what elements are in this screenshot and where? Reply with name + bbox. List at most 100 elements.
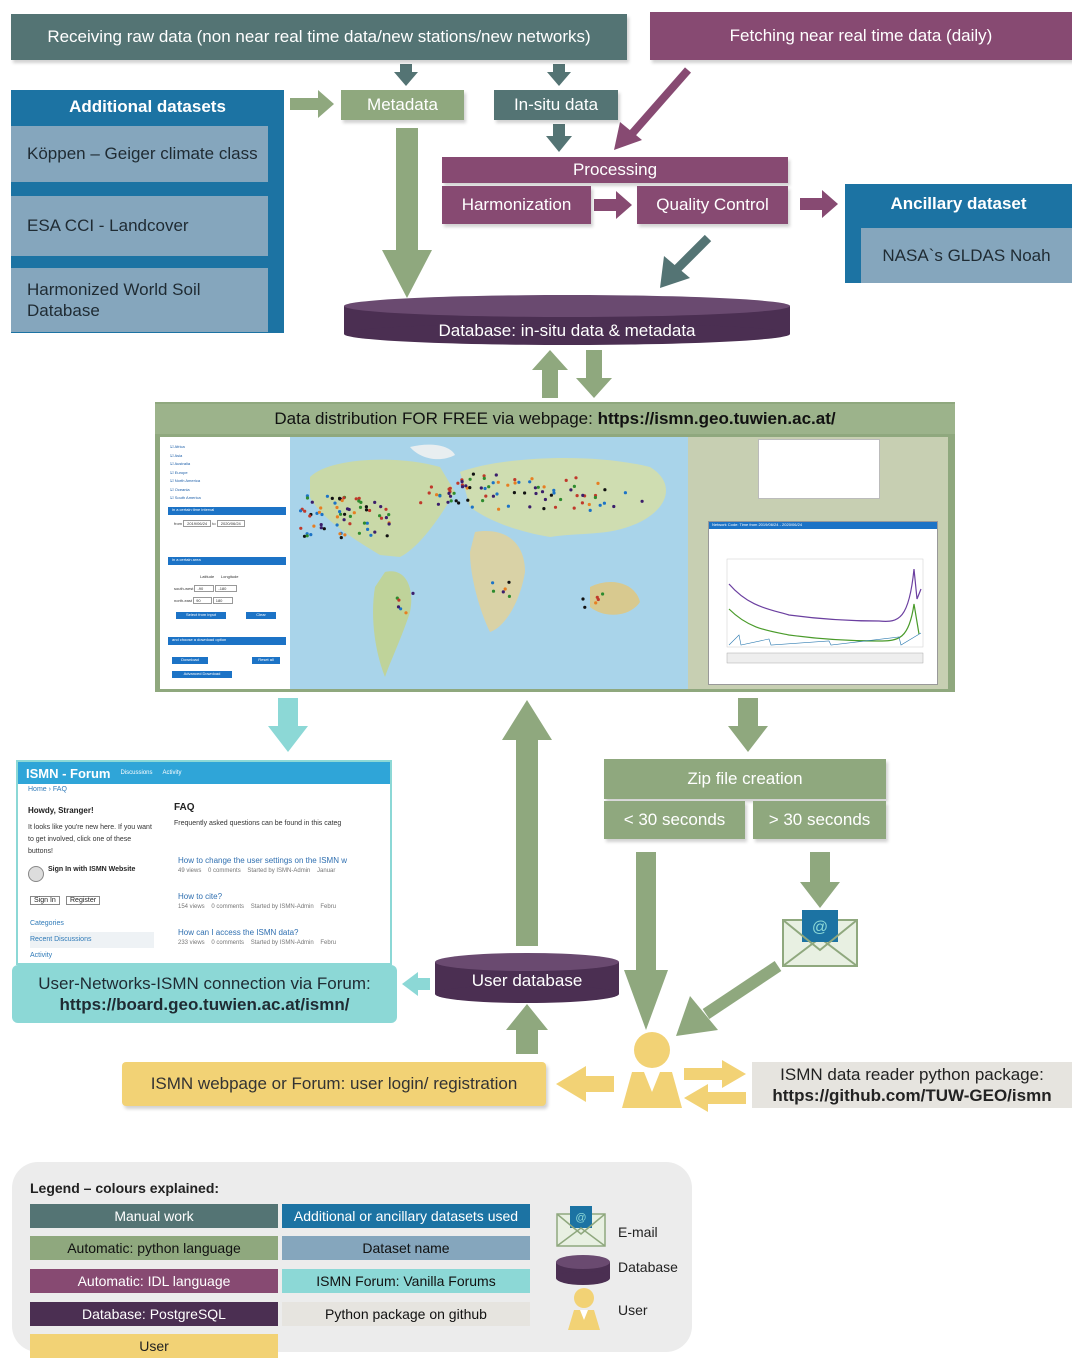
station-marker[interactable] (335, 505, 339, 510)
station-marker[interactable] (319, 523, 323, 527)
station-marker[interactable] (322, 527, 326, 531)
station-marker[interactable] (448, 494, 453, 498)
region-item[interactable]: ☑ Oceania (170, 486, 190, 492)
station-marker[interactable] (540, 490, 545, 494)
station-marker[interactable] (484, 494, 488, 498)
station-marker[interactable] (312, 524, 316, 528)
station-marker[interactable] (449, 499, 453, 503)
station-marker[interactable] (379, 516, 384, 520)
region-item[interactable]: ☑ South America (170, 495, 201, 500)
station-marker[interactable] (553, 505, 558, 509)
station-marker[interactable] (454, 499, 458, 503)
station-marker[interactable] (404, 611, 408, 615)
sw-lat-input[interactable]: -90 (194, 585, 215, 592)
station-marker[interactable] (491, 481, 495, 485)
station-marker[interactable] (364, 508, 369, 512)
station-marker[interactable] (612, 504, 616, 509)
station-marker[interactable] (497, 507, 501, 511)
station-marker[interactable] (303, 509, 307, 513)
station-marker[interactable] (338, 532, 342, 536)
station-marker[interactable] (593, 495, 597, 500)
station-marker[interactable] (365, 521, 369, 525)
station-marker[interactable] (339, 536, 343, 540)
forum-title[interactable]: ISMN - Forum (26, 765, 111, 781)
station-marker[interactable] (528, 505, 532, 509)
station-marker[interactable] (373, 500, 377, 504)
station-marker[interactable] (299, 509, 303, 513)
station-marker[interactable] (373, 530, 377, 534)
station-marker[interactable] (352, 511, 356, 515)
station-marker[interactable] (468, 486, 472, 490)
station-marker[interactable] (309, 533, 313, 537)
station-marker[interactable] (342, 518, 346, 522)
station-marker[interactable] (305, 534, 309, 538)
station-marker[interactable] (482, 476, 486, 480)
station-marker[interactable] (460, 480, 464, 484)
station-marker[interactable] (603, 488, 607, 492)
station-marker[interactable] (495, 492, 499, 496)
station-marker[interactable] (348, 522, 352, 526)
reader-url[interactable]: https://github.com/TUW-GEO/ismn (772, 1086, 1052, 1105)
station-marker[interactable] (517, 480, 521, 484)
station-marker[interactable] (482, 474, 486, 478)
link-categories[interactable]: Categories (30, 920, 64, 927)
station-marker[interactable] (308, 514, 312, 518)
distribution-url[interactable]: https://ismn.geo.tuwien.ac.at/ (597, 409, 836, 429)
sign-in-ismn[interactable]: Sign In with ISMN Website (28, 866, 154, 882)
link-activity[interactable]: Activity (30, 952, 53, 959)
station-marker[interactable] (595, 595, 599, 599)
station-marker[interactable] (501, 590, 505, 594)
station-marker[interactable] (379, 505, 383, 509)
station-marker[interactable] (338, 496, 342, 500)
station-marker[interactable] (530, 477, 534, 481)
station-marker[interactable] (385, 534, 389, 538)
station-marker[interactable] (320, 512, 324, 517)
ne-lat-input[interactable]: 90 (193, 597, 212, 604)
station-marker[interactable] (549, 493, 553, 497)
station-marker[interactable] (574, 476, 578, 480)
from-input[interactable]: 2019/06/24 (183, 520, 212, 527)
station-marker[interactable] (491, 589, 496, 593)
station-marker[interactable] (364, 505, 368, 509)
forum-breadcrumb[interactable]: Home › FAQ (28, 786, 67, 793)
region-item[interactable]: ☑ Asia (170, 452, 183, 458)
station-marker[interactable] (583, 605, 587, 609)
station-marker[interactable] (438, 494, 442, 498)
station-marker[interactable] (446, 500, 450, 504)
station-marker[interactable] (387, 522, 391, 526)
sign-in-button[interactable]: Sign In (30, 896, 60, 905)
to-input[interactable]: 2020/06/24 (216, 520, 245, 527)
clear-button[interactable]: Clear (246, 612, 276, 619)
station-marker[interactable] (506, 483, 510, 487)
station-marker[interactable] (572, 506, 576, 510)
station-marker[interactable] (503, 587, 507, 591)
station-marker[interactable] (411, 591, 415, 595)
station-marker[interactable] (354, 497, 358, 501)
sw-lon-input[interactable]: -180 (215, 585, 238, 592)
station-marker[interactable] (359, 500, 363, 504)
station-marker[interactable] (335, 523, 339, 527)
station-marker[interactable] (384, 516, 388, 520)
forum-nav-discussions[interactable]: Discussions (120, 770, 153, 776)
select-from-input-button[interactable]: Select from input (176, 612, 226, 619)
faq-question[interactable]: How can I access the ISMN data? 233 view… (178, 928, 337, 946)
station-marker[interactable] (319, 506, 323, 510)
station-marker[interactable] (536, 485, 540, 489)
station-marker[interactable] (333, 501, 337, 505)
station-marker[interactable] (419, 501, 423, 505)
station-marker[interactable] (397, 598, 401, 602)
station-marker[interactable] (460, 485, 465, 489)
link-recent-discussions[interactable]: Recent Discussions (30, 932, 154, 948)
station-marker[interactable] (342, 496, 346, 500)
station-marker[interactable] (533, 486, 537, 490)
station-marker[interactable] (512, 491, 516, 495)
station-marker[interactable] (542, 485, 546, 489)
station-marker[interactable] (513, 481, 517, 485)
station-marker[interactable] (436, 502, 440, 506)
station-marker[interactable] (464, 484, 468, 488)
station-marker[interactable] (580, 501, 584, 505)
station-marker[interactable] (338, 510, 342, 514)
station-marker[interactable] (491, 494, 495, 498)
station-marker[interactable] (305, 496, 310, 500)
station-marker[interactable] (345, 507, 350, 511)
